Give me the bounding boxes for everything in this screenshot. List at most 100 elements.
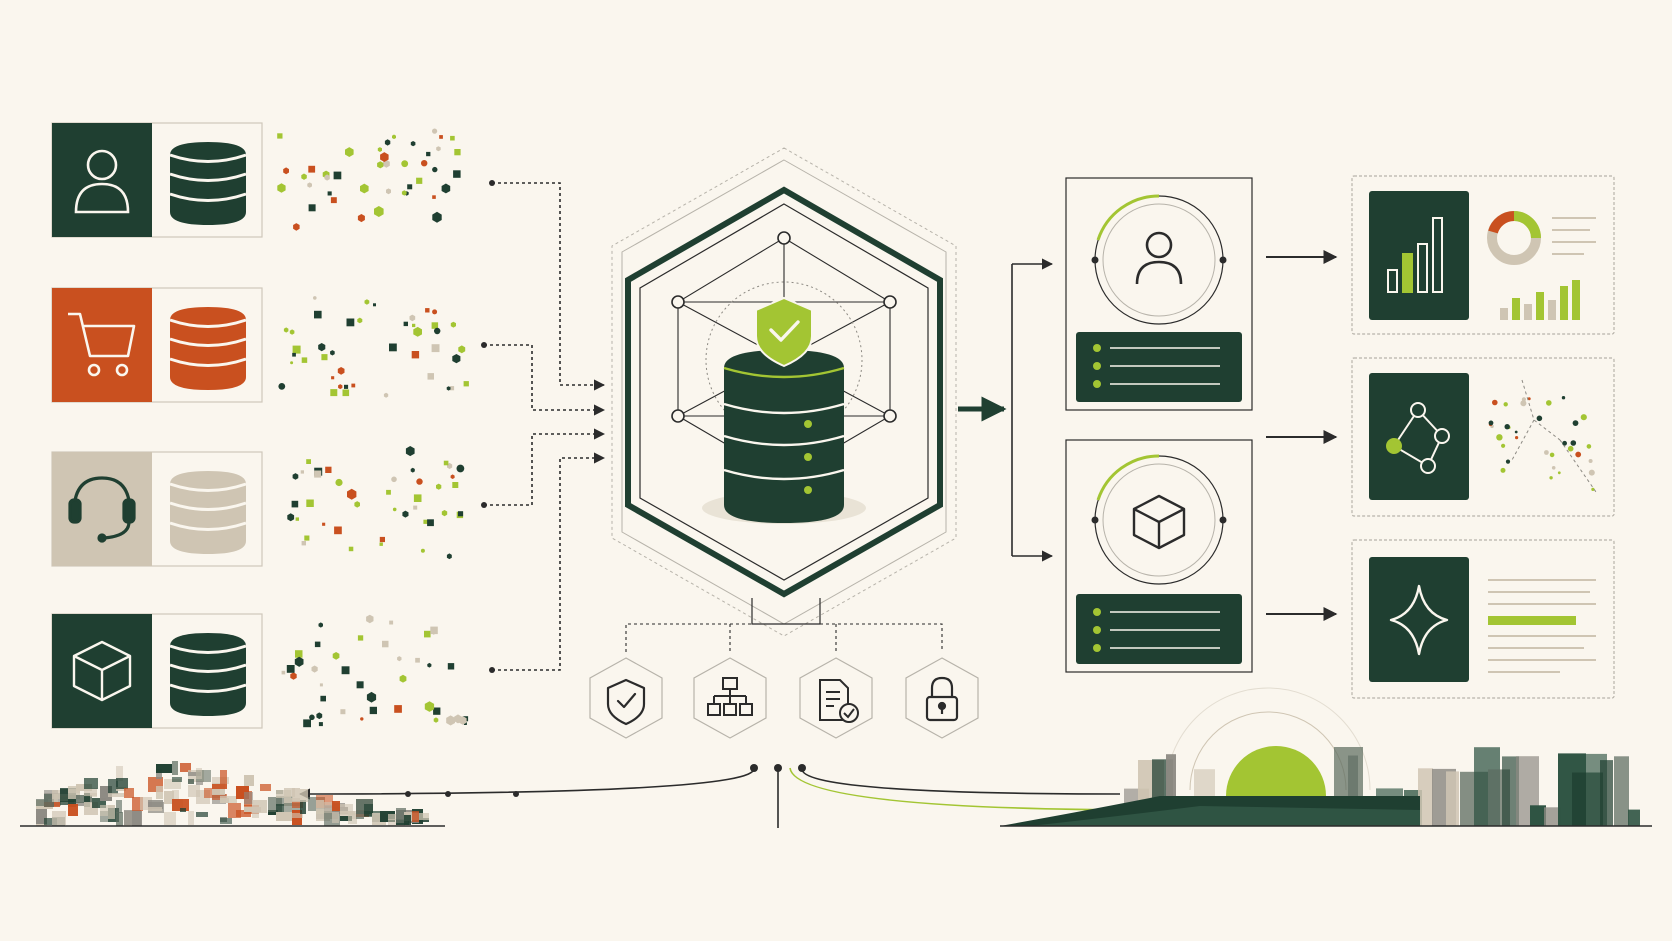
data-particle	[338, 384, 343, 390]
scatter-dot	[1586, 444, 1592, 449]
data-particle	[318, 622, 323, 628]
entity-connectors	[1011, 258, 1054, 562]
skyline-building	[1348, 755, 1358, 826]
data-particle	[290, 361, 294, 365]
data-particle	[411, 351, 420, 359]
document-check-icon	[819, 679, 859, 723]
skyline-block	[380, 811, 395, 822]
skyline-block	[356, 811, 364, 819]
skyline-block	[36, 799, 48, 806]
scatter-dot	[1527, 397, 1531, 401]
data-particle	[391, 476, 397, 483]
scatter-dot	[1562, 440, 1567, 446]
connector-source-3	[484, 428, 606, 506]
data-particle	[357, 317, 363, 324]
data-particle	[383, 392, 389, 398]
data-particle	[410, 467, 415, 473]
data-particle	[360, 183, 369, 194]
data-particle	[278, 383, 286, 390]
data-particle	[454, 149, 461, 156]
skyline-block	[188, 772, 201, 776]
highlight-bar	[1488, 616, 1576, 625]
data-particle	[342, 389, 350, 397]
source-card-headset	[51, 451, 263, 567]
data-particle	[311, 665, 318, 673]
data-particle	[289, 329, 295, 335]
data-particle	[452, 354, 461, 364]
skyline-block	[68, 804, 78, 816]
skyline-block	[84, 778, 98, 789]
skyline-block	[236, 810, 251, 817]
skyline-block	[36, 809, 47, 824]
data-particle	[401, 190, 407, 196]
skyline-block	[300, 789, 308, 802]
skyline-block	[324, 802, 335, 813]
output-card-insights	[1351, 539, 1615, 699]
skyline-block	[132, 797, 143, 811]
skyline-block	[276, 790, 291, 798]
skyline-block	[108, 793, 124, 797]
skyline-block	[68, 795, 76, 807]
data-particle	[314, 310, 322, 319]
skyline-block	[124, 788, 134, 798]
padlock-icon	[925, 676, 959, 722]
feedback-dots	[405, 764, 806, 797]
data-particle	[397, 656, 402, 662]
database-icon	[169, 471, 247, 554]
skyline-block	[220, 770, 227, 784]
skyline-block	[332, 801, 340, 811]
governance-lock	[905, 657, 979, 739]
data-particle	[427, 373, 434, 380]
scatter-dot	[1536, 415, 1543, 422]
skyline-block	[412, 811, 419, 822]
data-particle	[405, 446, 415, 457]
data-particle	[331, 376, 335, 380]
skyline-block	[180, 763, 191, 772]
data-particle	[413, 326, 422, 337]
data-particle	[283, 167, 289, 175]
entity-card-user	[1065, 177, 1253, 411]
data-particle	[463, 381, 469, 387]
feedback-lime-line	[789, 767, 1161, 811]
skyline-building	[1628, 809, 1640, 826]
data-particle	[433, 707, 441, 715]
database-icon	[169, 633, 247, 716]
data-particle	[334, 526, 342, 535]
skyline-block	[108, 805, 115, 819]
skyline-block	[244, 775, 254, 786]
scatter-dot	[1557, 471, 1561, 475]
shopping-cart-icon	[68, 312, 136, 377]
output-card-analytics	[1351, 175, 1615, 335]
report-lines	[1488, 579, 1596, 673]
sparkle-icon	[1389, 584, 1449, 656]
data-particle	[308, 165, 316, 173]
source-connectors	[484, 182, 606, 671]
data-particle	[446, 386, 451, 391]
data-particle	[301, 541, 306, 546]
data-particle	[303, 719, 311, 728]
skyline-block	[364, 804, 373, 816]
right-skyline	[1000, 687, 1640, 826]
data-particle	[340, 709, 346, 715]
data-particle	[332, 652, 340, 660]
scatter-dot	[1501, 443, 1506, 448]
skyline-building	[1502, 756, 1519, 826]
data-particle	[447, 663, 455, 670]
skyline-block	[188, 779, 194, 784]
skyline-block	[340, 816, 352, 821]
scatter-dot	[1591, 487, 1595, 491]
skyline-block	[116, 800, 122, 813]
data-particle	[295, 517, 299, 521]
scatter-plot	[1488, 396, 1595, 491]
data-particle	[327, 191, 332, 196]
shield-check-icon	[755, 296, 813, 368]
data-particle	[322, 522, 326, 526]
data-particle	[330, 389, 338, 397]
source-card-box	[51, 613, 263, 729]
data-particle	[287, 513, 295, 522]
data-particle	[364, 299, 370, 305]
data-particle	[374, 206, 384, 217]
scatter-dot	[1520, 400, 1527, 407]
